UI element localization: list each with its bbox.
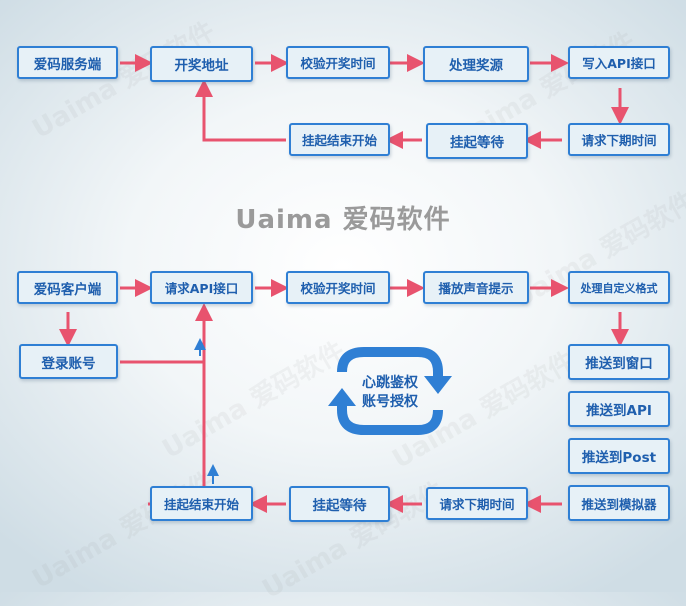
push-api-box: 推送到API: [568, 391, 670, 427]
verify-time-box: 校验开奖时间: [286, 46, 390, 79]
wait-box: 挂起等待: [289, 486, 390, 522]
arrow: [195, 79, 286, 142]
write-api-box: 写入API接口: [568, 46, 670, 79]
open-address-box: 开奖地址: [150, 46, 253, 82]
heartbeat-line2: 账号授权: [362, 394, 418, 410]
flow-diagram: Uaima 爱码软件 Uaima 爱码软件 Uaima 爱码软件 Uaima 爱…: [17, 16, 686, 605]
hang-start-box: 挂起结束开始: [289, 123, 390, 156]
arrow: [148, 303, 213, 506]
request-next-box: 请求下期时间: [426, 487, 528, 520]
sync-arrowhead: [328, 388, 356, 406]
client-box: 爱码客户端: [17, 271, 118, 304]
verify-time-box: 校验开奖时间: [286, 271, 390, 304]
play-sound-box: 播放声音提示: [423, 271, 529, 304]
login-box: 登录账号: [19, 344, 118, 379]
heartbeat-line1: 心跳鉴权: [362, 375, 418, 391]
heartbeat-label: 心跳鉴权 账号授权: [346, 374, 434, 412]
handle-source-box: 处理奖源: [423, 46, 529, 82]
push-post-box: 推送到Post: [568, 438, 670, 474]
custom-format-box: 处理自定义格式: [568, 271, 670, 304]
request-next-box: 请求下期时间: [568, 123, 670, 156]
push-window-box: 推送到窗口: [568, 344, 670, 380]
page-title: Uaima 爱码软件: [235, 205, 451, 235]
hang-start-box: 挂起结束开始: [150, 486, 253, 521]
sync-arrowhead: [424, 376, 452, 394]
sync-icon: [337, 347, 443, 435]
push-emulator-box: 推送到模拟器: [568, 485, 670, 521]
wait-box: 挂起等待: [426, 123, 528, 159]
server-box: 爱码服务端: [17, 46, 118, 79]
request-api-box: 请求API接口: [150, 271, 253, 304]
